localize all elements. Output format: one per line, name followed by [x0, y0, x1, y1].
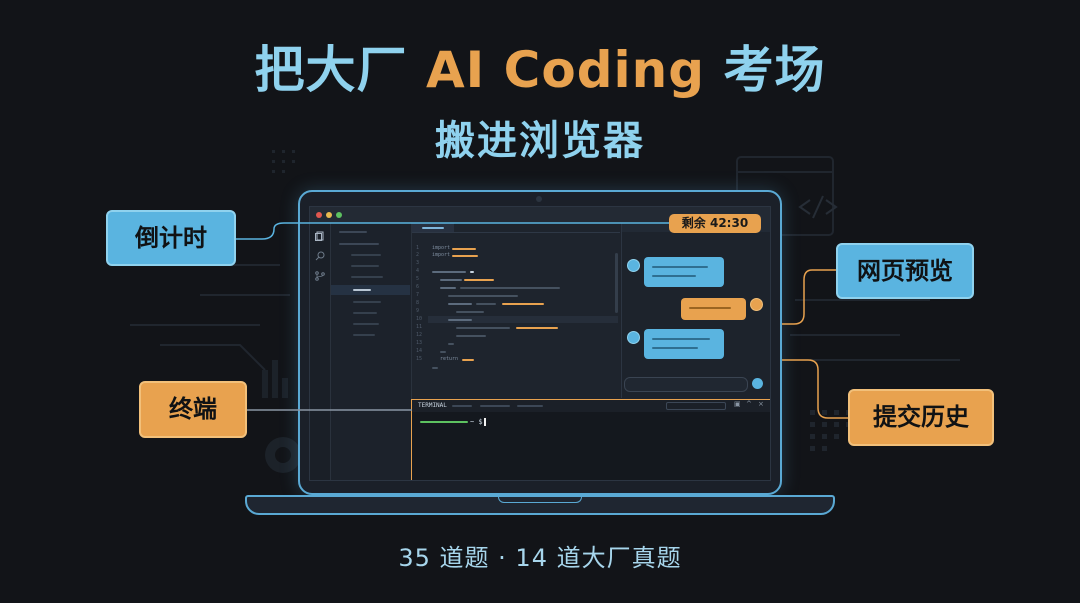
line-number: 2 [416, 252, 420, 258]
terminal-tab[interactable]: TERMINAL [418, 402, 447, 409]
line-number: 15 [416, 356, 423, 362]
assistant-avatar [627, 331, 640, 344]
line-number: 7 [416, 292, 420, 298]
explorer-file[interactable] [353, 323, 379, 325]
explorer-folder[interactable] [351, 265, 379, 267]
title-prefix: 把大厂 [254, 41, 426, 99]
send-button[interactable] [752, 378, 763, 389]
explorer-selected-file[interactable] [331, 285, 410, 295]
laptop-camera [536, 196, 542, 202]
footer-stats: 35 道题 · 14 道大厂真题 [398, 544, 682, 572]
terminal-cursor [484, 418, 486, 426]
terminal-header: TERMINAL ▣ ^ × [412, 400, 770, 412]
chat-input[interactable] [624, 377, 748, 392]
line-number: 3 [416, 260, 420, 266]
explorer-file[interactable] [353, 301, 381, 303]
assistant-message [644, 257, 724, 287]
title-suffix: 考场 [705, 41, 826, 99]
close-icon[interactable]: × [758, 400, 764, 408]
page-subtitle: 搬进浏览器 [435, 118, 645, 164]
split-icon[interactable]: ▣ [734, 400, 741, 408]
search-icon[interactable] [315, 251, 325, 261]
explorer-file[interactable] [353, 334, 375, 336]
branch-icon[interactable] [315, 271, 325, 281]
close-dot[interactable] [316, 212, 322, 218]
files-icon[interactable] [315, 231, 325, 241]
line-number: 4 [416, 268, 420, 274]
terminal-callout: 终端 [139, 381, 247, 438]
maximize-dot[interactable] [336, 212, 342, 218]
terminal-panel[interactable]: TERMINAL ▣ ^ × ~ $ [411, 399, 770, 480]
preview-callout: 网页预览 [836, 243, 974, 299]
editor-scrollbar[interactable] [615, 253, 618, 313]
line-number: 5 [416, 276, 420, 282]
code-keyword: import [432, 252, 451, 258]
minimize-dot[interactable] [326, 212, 332, 218]
explorer-file[interactable] [353, 312, 377, 314]
line-number: 6 [416, 284, 420, 290]
page-title: 把大厂 AI Coding 考场 [0, 38, 1080, 102]
line-number: 10 [416, 316, 423, 322]
timer-callout: 倒计时 [106, 210, 236, 266]
editor-tab[interactable] [412, 223, 454, 232]
line-number: 9 [416, 308, 420, 314]
line-number: 8 [416, 300, 420, 306]
line-number: 13 [416, 340, 423, 346]
line-number: 11 [416, 324, 423, 330]
user-avatar [750, 298, 763, 311]
chevron-up-icon[interactable]: ^ [746, 400, 752, 408]
code-keyword: return [440, 356, 459, 362]
explorer-folder[interactable] [351, 276, 383, 278]
laptop-notch [498, 497, 582, 503]
terminal-select[interactable] [666, 402, 726, 410]
assistant-avatar [627, 259, 640, 272]
line-number: 14 [416, 348, 423, 354]
assistant-message [644, 329, 724, 359]
window-titlebar [310, 207, 770, 223]
line-number: 12 [416, 332, 423, 338]
explorer-folder[interactable] [351, 254, 381, 256]
explorer-header [339, 231, 367, 233]
terminal-prompt: ~ $ [470, 418, 483, 426]
file-explorer [331, 223, 412, 480]
title-accent: AI Coding [425, 41, 706, 99]
activity-bar [310, 223, 331, 480]
countdown-timer: 剩余 42:30 [669, 214, 761, 233]
user-message [681, 298, 746, 320]
code-keyword: import [432, 245, 451, 251]
history-callout: 提交历史 [848, 389, 994, 446]
line-number: 1 [416, 245, 420, 251]
code-editor[interactable]: 1 2 3 4 5 6 7 8 9 10 11 12 13 14 15 impo… [412, 223, 620, 398]
laptop-base [245, 495, 835, 515]
explorer-root[interactable] [339, 243, 379, 245]
